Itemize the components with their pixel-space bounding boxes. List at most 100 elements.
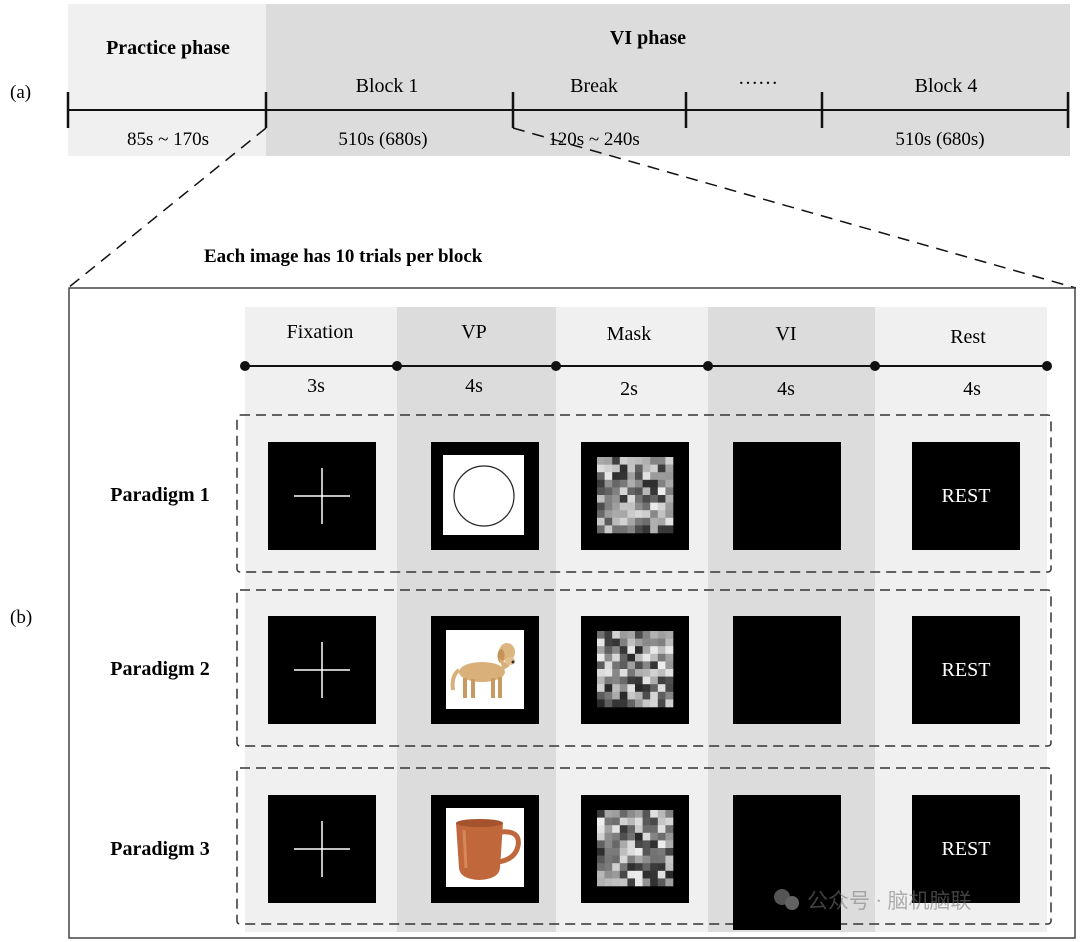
- noise-cell: [604, 848, 613, 856]
- noise-cell: [635, 848, 643, 856]
- noise-cell: [627, 487, 636, 496]
- noise-cell: [597, 646, 605, 655]
- noise-cell: [642, 870, 651, 879]
- noise-cell: [619, 699, 628, 708]
- noise-cell: [604, 487, 613, 496]
- noise-cell: [635, 863, 643, 872]
- noise-cell: [627, 495, 636, 503]
- noise-cell: [619, 676, 628, 685]
- noise-cell: [619, 878, 628, 887]
- phase-name: VP: [461, 321, 487, 343]
- paradigm-row-2: Paradigm 2 REST: [110, 589, 1052, 747]
- noise-cell: [612, 840, 621, 849]
- noise-cell: [657, 646, 666, 655]
- segment-duration: 120s ~ 240s: [548, 129, 640, 150]
- noise-cell: [612, 832, 621, 841]
- noise-cell: [635, 669, 643, 677]
- noise-cell: [650, 848, 659, 856]
- noise-cell: [627, 855, 636, 864]
- noise-cell: [604, 840, 613, 849]
- noise-cell: [642, 487, 651, 496]
- noise-cell: [597, 832, 605, 841]
- noise-cell: [604, 863, 613, 872]
- noise-cell: [612, 464, 621, 473]
- noise-cell: [657, 840, 666, 849]
- noise-cell: [597, 878, 605, 887]
- noise-cell: [635, 855, 643, 864]
- noise-cell: [635, 840, 643, 849]
- vi-phase-title: VI phase: [610, 27, 686, 49]
- noise-cell: [635, 502, 643, 511]
- noise-cell: [619, 684, 628, 693]
- noise-cell: [657, 669, 666, 677]
- noise-cell: [665, 510, 674, 519]
- timeline-node: [703, 361, 713, 371]
- noise-cell: [635, 653, 643, 662]
- noise-cell: [619, 669, 628, 677]
- noise-cell: [657, 631, 666, 639]
- noise-cell: [627, 691, 636, 700]
- noise-cell: [604, 525, 613, 534]
- noise-cell: [642, 855, 651, 864]
- noise-cell: [657, 878, 666, 887]
- noise-cell: [619, 457, 628, 465]
- noise-cell: [657, 517, 666, 526]
- segment-duration: 510s (680s): [895, 129, 984, 150]
- noise-cell: [635, 487, 643, 496]
- noise-cell: [627, 525, 636, 534]
- noise-cell: [597, 691, 605, 700]
- phase-name: Mask: [607, 323, 651, 345]
- noise-cell: [665, 676, 674, 685]
- noise-cell: [597, 517, 605, 526]
- noise-cell: [604, 510, 613, 519]
- noise-cell: [650, 699, 659, 708]
- noise-cell: [612, 817, 621, 826]
- timeline-node: [870, 361, 880, 371]
- paradigm-row-border: [236, 589, 1052, 747]
- noise-cell: [597, 669, 605, 677]
- noise-cell: [612, 479, 621, 488]
- noise-cell: [635, 510, 643, 519]
- noise-cell: [635, 699, 643, 708]
- noise-cell: [612, 878, 621, 887]
- noise-cell: [650, 810, 659, 818]
- noise-cell: [612, 691, 621, 700]
- noise-cell: [619, 825, 628, 834]
- noise-cell: [627, 870, 636, 879]
- noise-cell: [627, 502, 636, 511]
- noise-cell: [597, 631, 605, 639]
- noise-cell: [612, 502, 621, 511]
- noise-cell: [604, 646, 613, 655]
- noise-cell: [657, 825, 666, 834]
- wechat-icon: [785, 896, 799, 910]
- noise-cell: [635, 464, 643, 473]
- noise-cell: [619, 817, 628, 826]
- noise-cell: [604, 699, 613, 708]
- paradigm-row-border: [236, 767, 1052, 925]
- noise-cell: [665, 502, 674, 511]
- phase-name: VI: [775, 323, 796, 345]
- noise-cell: [657, 479, 666, 488]
- noise-cell: [597, 848, 605, 856]
- noise-cell: [612, 810, 621, 818]
- noise-cell: [619, 638, 628, 647]
- noise-cell: [657, 457, 666, 465]
- noise-cell: [597, 855, 605, 864]
- noise-cell: [597, 676, 605, 685]
- paradigm-row-1: Paradigm 1 REST: [110, 414, 1052, 573]
- rest-screen: [912, 442, 1020, 550]
- noise-cell: [604, 832, 613, 841]
- noise-cell: [665, 691, 674, 700]
- noise-cell: [665, 472, 674, 481]
- noise-cell: [642, 661, 651, 670]
- noise-cell: [627, 832, 636, 841]
- noise-cell: [657, 472, 666, 481]
- practice-duration: 85s ~ 170s: [127, 129, 209, 150]
- noise-cell: [665, 646, 674, 655]
- noise-cell: [619, 810, 628, 818]
- noise-cell: [604, 855, 613, 864]
- noise-cell: [604, 817, 613, 826]
- segment-label: Break: [570, 75, 618, 97]
- noise-cell: [650, 870, 659, 879]
- noise-cell: [619, 525, 628, 534]
